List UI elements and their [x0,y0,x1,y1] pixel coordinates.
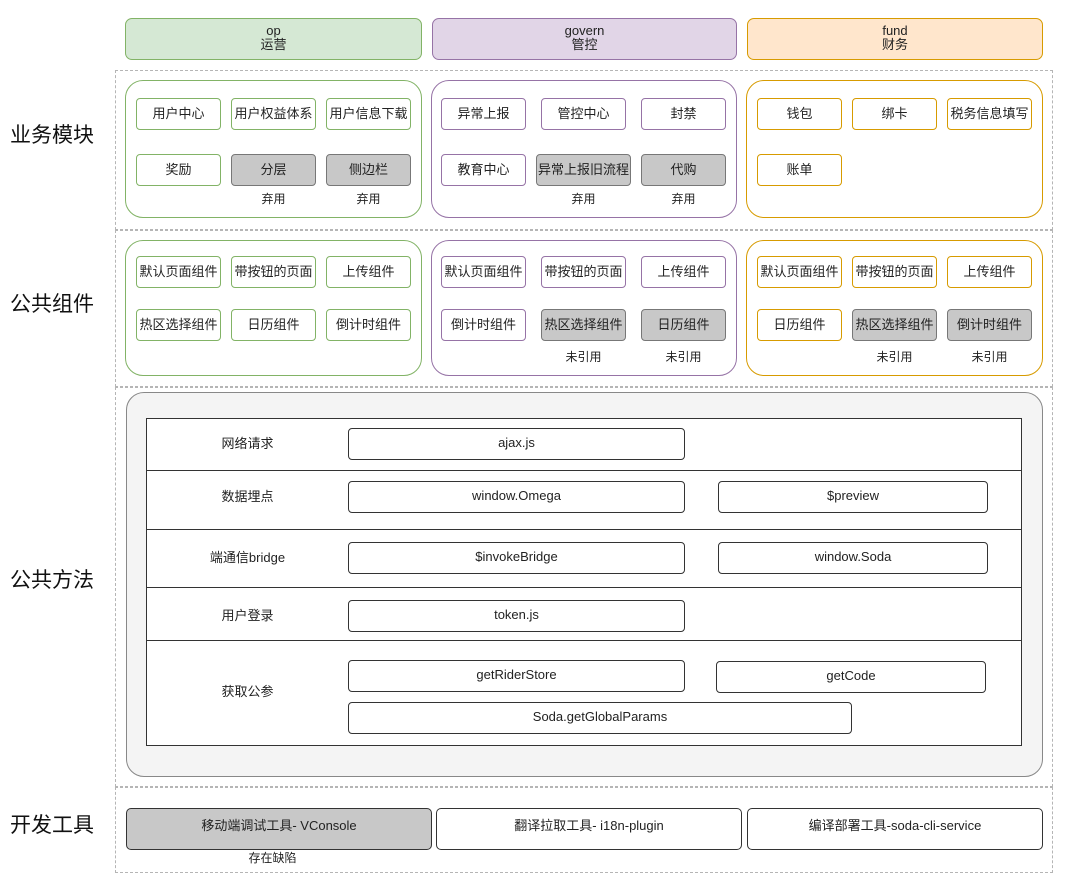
module-bill[interactable]: 账单 [757,154,842,186]
component-countdown[interactable]: 倒计时组件 [326,309,411,341]
table-divider [146,640,1022,641]
component-upload[interactable]: 上传组件 [641,256,726,288]
row-label-methods: 公共方法 [10,569,94,592]
note-unreferenced: 未引用 [876,350,913,364]
component-calendar[interactable]: 日历组件 [757,309,842,341]
method-get-rider-store[interactable]: getRiderStore [348,660,685,692]
method-invoke-bridge[interactable]: $invokeBridge [348,542,685,574]
note-unreferenced: 未引用 [665,350,702,364]
header-govern-en: govern [564,23,605,38]
components-band [115,230,1053,387]
note-defect: 存在缺陷 [248,851,297,865]
module-exception-report[interactable]: 异常上报 [441,98,526,130]
tool-vconsole[interactable]: 移动端调试工具- VConsole [126,808,432,850]
tool-i18n-plugin[interactable]: 翻译拉取工具- i18n-plugin [436,808,742,850]
module-user-rights[interactable]: 用户权益体系 [231,98,316,130]
module-control-center[interactable]: 管控中心 [541,98,626,130]
method-label-tracking: 数据埋点 [221,489,274,504]
methods-band [115,387,1053,787]
row-label-business: 业务模块 [10,124,94,147]
module-user-info-download[interactable]: 用户信息下载 [326,98,411,130]
component-calendar[interactable]: 日历组件 [641,309,726,341]
method-window-soda[interactable]: window.Soda [718,542,988,574]
component-hotzone-select[interactable]: 热区选择组件 [852,309,937,341]
module-exception-report-legacy[interactable]: 异常上报旧流程 [536,154,631,186]
method-label-params: 获取公参 [221,684,274,699]
table-divider [146,587,1022,588]
note-deprecated: 弃用 [261,192,286,206]
note-deprecated: 弃用 [356,192,381,206]
module-reward[interactable]: 奖励 [136,154,221,186]
header-op-zh: 运营 [260,37,287,52]
component-countdown[interactable]: 倒计时组件 [441,309,526,341]
module-tax-info[interactable]: 税务信息填写 [947,98,1032,130]
module-layering[interactable]: 分层 [231,154,316,186]
component-hotzone-select[interactable]: 热区选择组件 [136,309,221,341]
module-sidebar[interactable]: 侧边栏 [326,154,411,186]
method-label-network: 网络请求 [221,436,274,451]
row-label-tools: 开发工具 [10,814,94,837]
component-countdown[interactable]: 倒计时组件 [947,309,1032,341]
component-upload[interactable]: 上传组件 [947,256,1032,288]
module-bind-card[interactable]: 绑卡 [852,98,937,130]
module-wallet[interactable]: 钱包 [757,98,842,130]
header-op: op 运营 [125,18,422,60]
method-soda-get-global-params[interactable]: Soda.getGlobalParams [348,702,852,734]
method-ajax[interactable]: ajax.js [348,428,685,460]
module-education-center[interactable]: 教育中心 [441,154,526,186]
header-fund: fund 财务 [747,18,1043,60]
header-govern-zh: 管控 [571,37,598,52]
row-label-components: 公共组件 [10,293,94,316]
method-label-bridge: 端通信bridge [209,550,286,565]
tools-band [115,787,1053,873]
note-deprecated: 弃用 [571,192,596,206]
method-window-omega[interactable]: window.Omega [348,481,685,513]
note-deprecated: 弃用 [671,192,696,206]
header-fund-en: fund [882,23,908,38]
method-token[interactable]: token.js [348,600,685,632]
header-op-en: op [266,23,281,38]
table-divider [146,529,1022,530]
component-calendar[interactable]: 日历组件 [231,309,316,341]
method-get-code[interactable]: getCode [716,661,986,693]
business-band [115,70,1053,230]
header-fund-zh: 财务 [881,37,908,52]
component-button-page[interactable]: 带按钮的页面 [852,256,937,288]
component-hotzone-select[interactable]: 热区选择组件 [541,309,626,341]
table-divider [146,470,1022,471]
module-ban[interactable]: 封禁 [641,98,726,130]
component-upload[interactable]: 上传组件 [326,256,411,288]
component-default-page[interactable]: 默认页面组件 [441,256,526,288]
note-unreferenced: 未引用 [565,350,602,364]
module-user-center[interactable]: 用户中心 [136,98,221,130]
component-button-page[interactable]: 带按钮的页面 [541,256,626,288]
tool-soda-cli-service[interactable]: 编译部署工具-soda-cli-service [747,808,1043,850]
method-preview[interactable]: $preview [718,481,988,513]
header-govern: govern 管控 [432,18,737,60]
component-default-page[interactable]: 默认页面组件 [757,256,842,288]
component-default-page[interactable]: 默认页面组件 [136,256,221,288]
method-label-login: 用户登录 [221,608,274,623]
note-unreferenced: 未引用 [971,350,1008,364]
module-proxy-purchase[interactable]: 代购 [641,154,726,186]
component-button-page[interactable]: 带按钮的页面 [231,256,316,288]
